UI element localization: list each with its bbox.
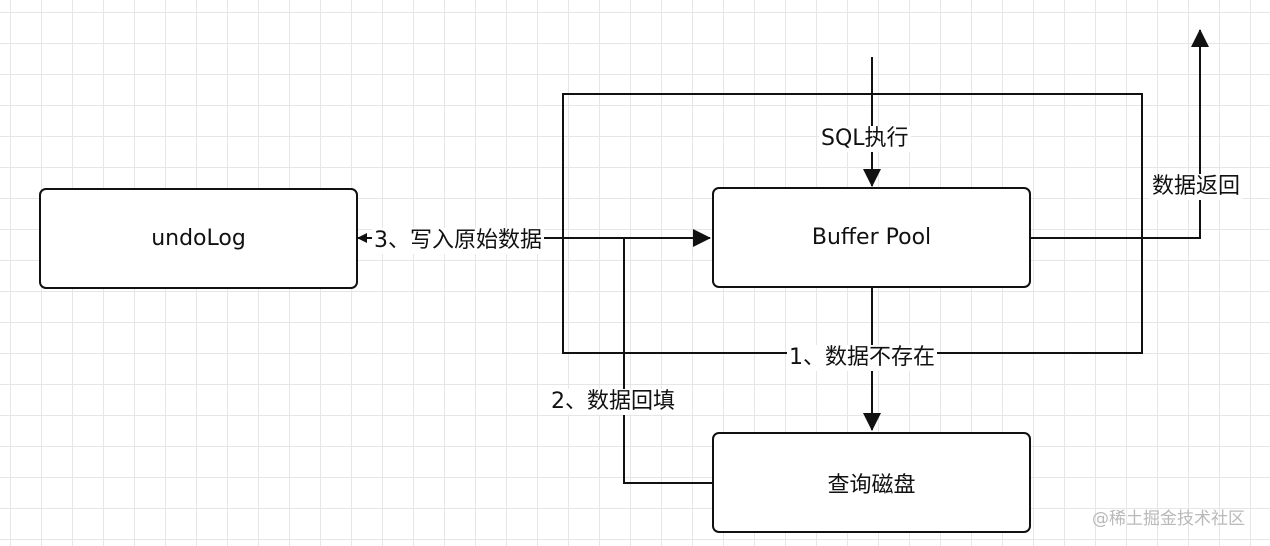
undolog-node-label: undoLog: [151, 226, 246, 251]
backfill-label: 2、数据回填: [549, 389, 677, 415]
data-return-arrow: [1030, 29, 1209, 239]
watermark: @稀土掘金技术社区: [1092, 509, 1245, 529]
data-return-label: 数据返回: [1150, 174, 1243, 200]
backfill-arrow: [623, 229, 713, 484]
not-exist-label: 1、数据不存在: [787, 345, 937, 371]
disk-node-label: 查询磁盘: [827, 472, 916, 498]
buffer-pool-node-label: Buffer Pool: [811, 225, 932, 250]
disk-node: 查询磁盘: [712, 432, 1031, 533]
buffer-pool-node: Buffer Pool: [712, 187, 1031, 288]
sql-exec-label: SQL执行: [819, 126, 911, 152]
undolog-node: undoLog: [39, 188, 358, 289]
write-original-label: 3、写入原始数据: [372, 228, 544, 254]
